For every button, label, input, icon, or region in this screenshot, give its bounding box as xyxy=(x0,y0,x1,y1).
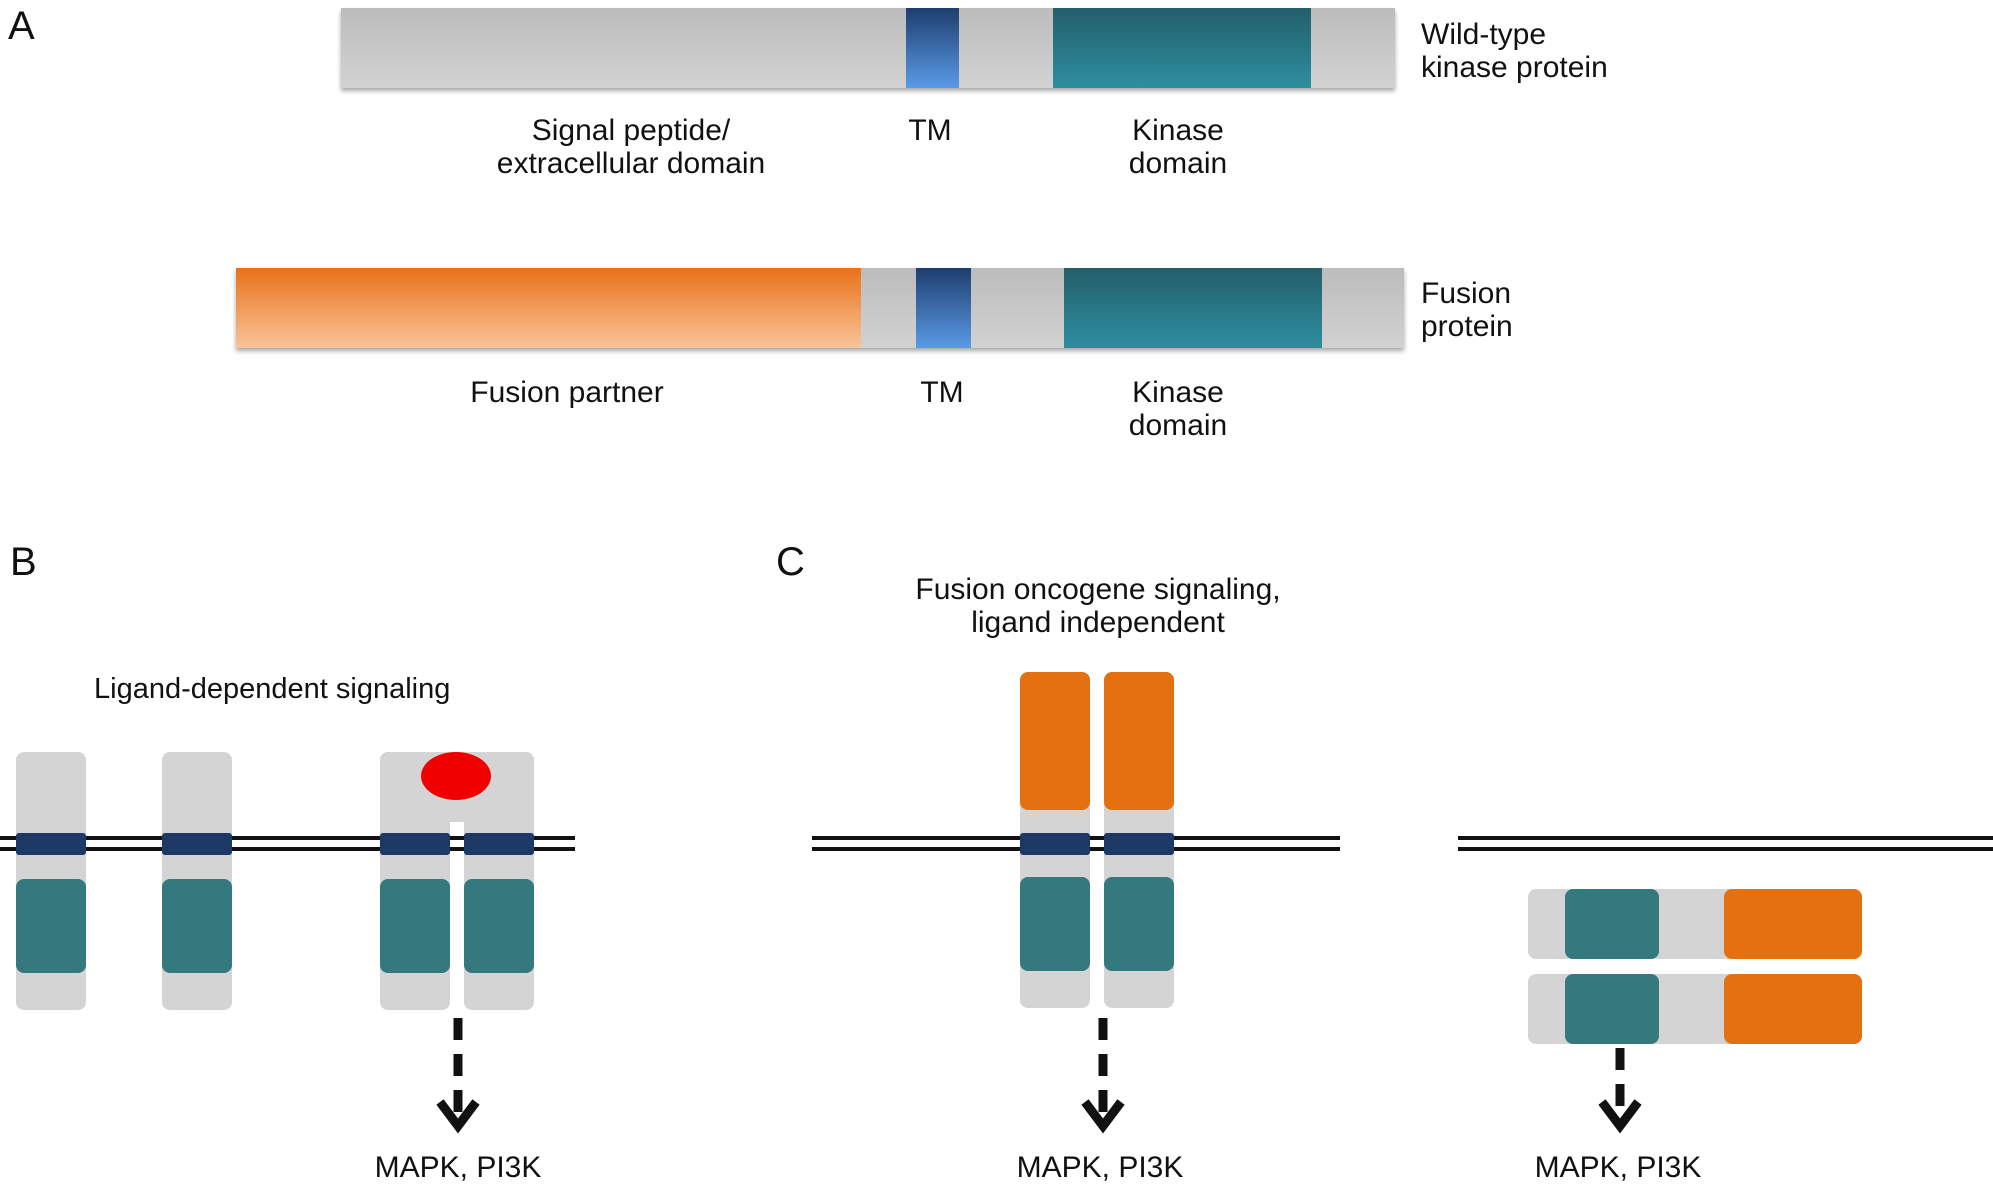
panel-b-receptor-monomer xyxy=(162,752,232,1010)
receptor-kinase-block xyxy=(1565,974,1659,1044)
signal-peptide-label-line2: extracellular domain xyxy=(496,147,766,180)
panel-b-letter: B xyxy=(10,540,37,584)
receptor-kinase-block xyxy=(464,879,534,973)
fusion-kinase-label: Kinase domain xyxy=(1129,376,1227,442)
panel-c-signal-arrow-left xyxy=(1081,1018,1125,1134)
panel-b-title: Ligand-dependent signaling xyxy=(94,673,451,705)
signal-peptide-label-line1: Signal peptide/ xyxy=(531,114,731,147)
panel-c-title: Fusion oncogene signaling, ligand indepe… xyxy=(915,573,1280,639)
panel-c-title-line2: ligand independent xyxy=(971,606,1225,639)
fusion-side-label-line2: protein xyxy=(1421,310,1513,343)
wild-type-kinase-segment xyxy=(1053,8,1311,88)
receptor-tm-block xyxy=(162,833,232,855)
fusion-kinase-segment xyxy=(1064,268,1322,348)
fusion-side-label-line1: Fusion xyxy=(1421,277,1512,310)
panel-c-output-label-left: MAPK, PI3K xyxy=(1016,1151,1184,1184)
fusion-protein-bar xyxy=(236,268,1404,348)
receptor-tm-block xyxy=(16,833,86,855)
wild-type-side-label-line1: Wild-type xyxy=(1421,18,1547,51)
panel-c-signal-arrow-right xyxy=(1598,1048,1642,1134)
panel-c-letter: C xyxy=(776,540,805,584)
panel-c-cytoplasmic-fusion-dimer xyxy=(1528,889,1862,1044)
receptor-tm-block xyxy=(464,833,534,855)
wild-type-side-label-line2: kinase protein xyxy=(1421,51,1608,84)
fusion-partner-block xyxy=(1104,672,1174,810)
fusion-kinase-label-line1: Kinase xyxy=(1132,376,1224,409)
fusion-partner-label: Fusion partner xyxy=(470,376,664,409)
wild-type-kinase-label-line1: Kinase xyxy=(1132,114,1224,147)
receptor-tm-block xyxy=(1020,833,1090,855)
signal-peptide-label: Signal peptide/ extracellular domain xyxy=(497,114,765,180)
fusion-side-label: Fusion protein xyxy=(1421,277,1513,343)
panel-b-receptor-monomer xyxy=(16,752,86,1010)
panel-c-title-line1: Fusion oncogene signaling, xyxy=(915,573,1281,606)
panel-b-receptor-dimer xyxy=(380,752,534,1010)
wild-type-protein-bar xyxy=(341,8,1395,88)
receptor-kinase-block xyxy=(1565,889,1659,959)
fusion-partner-block xyxy=(1724,889,1862,959)
panel-c-membrane-right xyxy=(1458,836,1993,851)
wild-type-side-label: Wild-type kinase protein xyxy=(1421,18,1608,84)
fusion-partner-block xyxy=(1724,974,1862,1044)
panel-c-membrane-fusion-dimer xyxy=(1020,672,1174,1008)
fusion-partner-segment xyxy=(236,268,861,348)
wild-type-kinase-label-line2: domain xyxy=(1128,147,1228,180)
panel-a-letter: A xyxy=(8,4,35,48)
panel-b-output-label: MAPK, PI3K xyxy=(374,1151,542,1184)
fusion-tm-label: TM xyxy=(920,376,964,409)
wild-type-tm-label: TM xyxy=(908,114,952,147)
receptor-tm-block xyxy=(1104,833,1174,855)
receptor-kinase-block xyxy=(16,879,86,973)
panel-b-signal-arrow xyxy=(436,1018,480,1134)
panel-c-output-label-right: MAPK, PI3K xyxy=(1534,1151,1702,1184)
wild-type-tm-segment xyxy=(906,8,959,88)
receptor-tm-block xyxy=(380,833,450,855)
ligand xyxy=(421,752,491,800)
wild-type-kinase-label: Kinase domain xyxy=(1129,114,1227,180)
receptor-kinase-block xyxy=(380,879,450,973)
receptor-kinase-block xyxy=(162,879,232,973)
fusion-kinase-label-line2: domain xyxy=(1128,409,1228,442)
receptor-kinase-block xyxy=(1104,877,1174,971)
fusion-tm-segment xyxy=(916,268,971,348)
receptor-kinase-block xyxy=(1020,877,1090,971)
fusion-partner-block xyxy=(1020,672,1090,810)
